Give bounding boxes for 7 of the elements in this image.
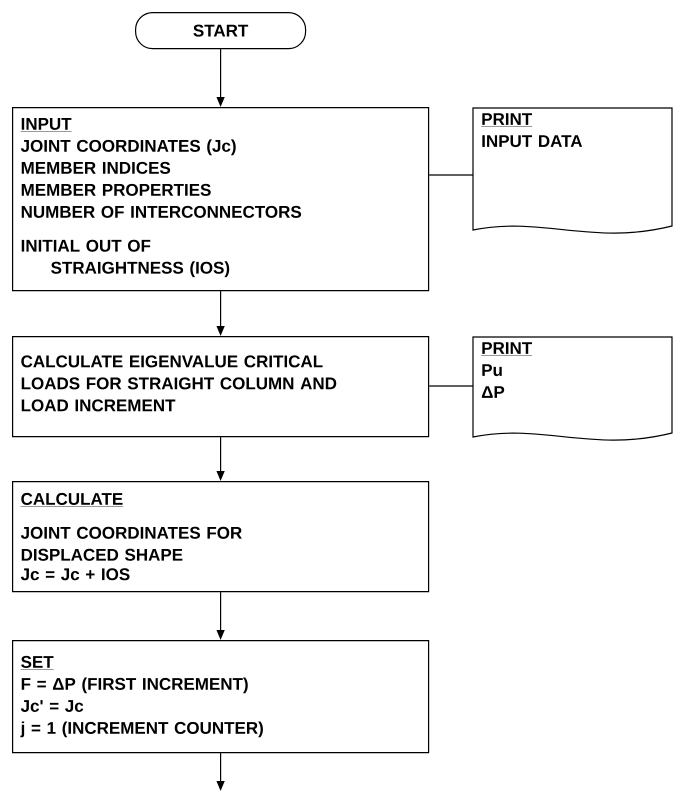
process-box: INPUT JOINT COORDINATES (Jc) MEMBER INDICES MEMBER PROPERTIES NUMBER OF INTERCONNECTORS INITIAL OUT OF STRAIGHTNESS (IOS) <box>12 107 430 292</box>
process-box: CALCULATE JOINT COORDINATES FOR DISPLACED SHAPE Jc = Jc + IOS <box>12 481 430 592</box>
connector-line <box>429 174 473 176</box>
process-box: CALCULATE EIGENVALUE CRITICAL LOADS FOR STRAIGHT COLUMN AND LOAD INCREMENT <box>12 336 430 438</box>
process-box: SET F = ΔP (FIRST INCREMENT) Jc' = Jc j = 1 (INCREMENT COUNTER) <box>12 640 430 754</box>
connector-line <box>429 385 473 387</box>
terminal-box: START <box>135 12 306 50</box>
